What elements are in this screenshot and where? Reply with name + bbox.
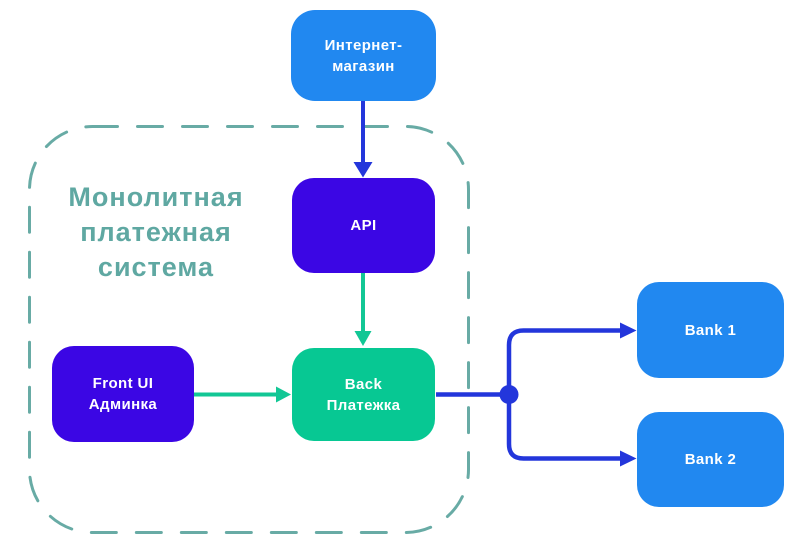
node-label-line: Платежка bbox=[326, 396, 401, 414]
arrowhead-api bbox=[353, 162, 373, 178]
node-bank2: Bank 2 bbox=[637, 412, 784, 507]
node-front-ui: Front UI Админка bbox=[52, 346, 194, 442]
node-label-line: Front UI bbox=[92, 375, 154, 392]
node-bank1: Bank 1 bbox=[637, 282, 784, 378]
node-api: API bbox=[292, 178, 435, 273]
edge-junction-to-bank2 bbox=[506, 395, 621, 461]
junction-dot bbox=[499, 385, 519, 404]
arrowhead-bank2 bbox=[620, 450, 637, 467]
node-label-line: Bank 2 bbox=[684, 451, 737, 468]
node-label-line: Back bbox=[344, 375, 383, 393]
node-label-line: API bbox=[350, 217, 377, 234]
arrowhead-back-top bbox=[354, 331, 372, 346]
monolith-boundary-dashed-border bbox=[28, 125, 470, 534]
node-label-line: магазин bbox=[332, 57, 395, 75]
node-label-line: Админка bbox=[88, 396, 158, 413]
node-label-line: Интернет- bbox=[324, 36, 403, 54]
arrowhead-bank1 bbox=[620, 322, 637, 339]
edge-junction-to-bank1 bbox=[506, 328, 621, 394]
monolith-boundary-label: Монолитная платежная система bbox=[68, 182, 244, 282]
node-back: Back Платежка bbox=[292, 348, 435, 441]
arrowhead-back-left bbox=[276, 386, 291, 403]
node-label-line: Bank 1 bbox=[684, 321, 737, 339]
node-internet-shop: Интернет- магазин bbox=[291, 10, 436, 101]
